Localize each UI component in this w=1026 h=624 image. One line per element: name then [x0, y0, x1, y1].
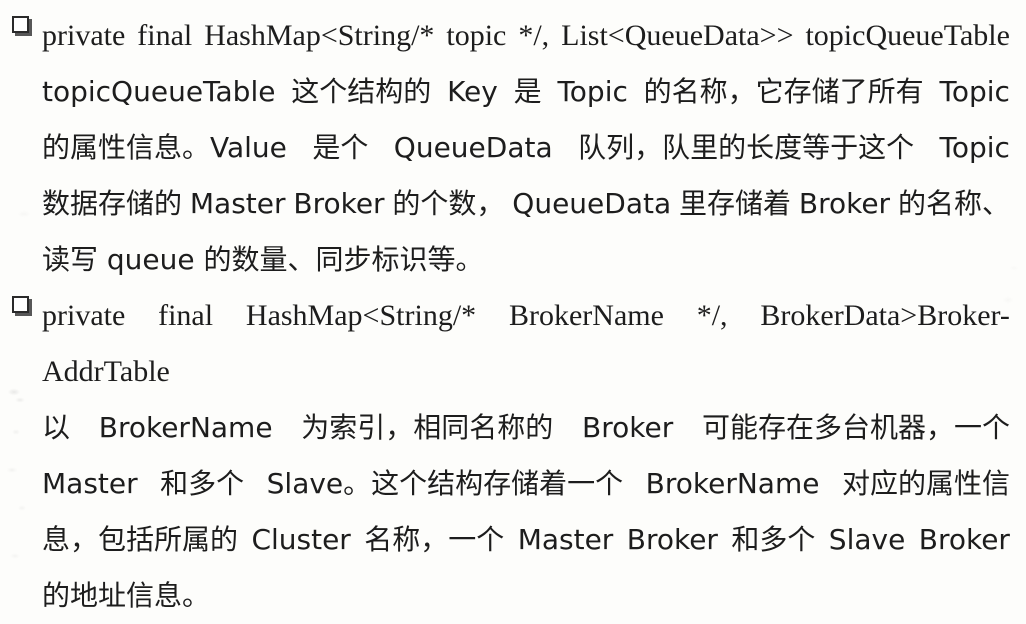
- line-segment: BrokerName: [645, 467, 820, 500]
- line-segment: 数据存储的: [42, 187, 183, 220]
- line-segment: 是: [513, 75, 542, 108]
- line-segment: */,: [696, 299, 728, 332]
- line-segment: HashMap<String/*: [245, 299, 477, 332]
- hollow-square-bullet-icon: [12, 16, 29, 33]
- line-segment: 是个: [312, 131, 369, 164]
- line-segment: */,: [518, 19, 550, 52]
- line-segment: Key: [447, 75, 498, 108]
- line-segment: 这个结构的: [291, 75, 432, 108]
- line-segment: final: [158, 299, 214, 332]
- line-segment: 息，包括所属的: [42, 523, 239, 556]
- line-segment: 可能存在多台机器，一个: [701, 411, 1010, 444]
- line-segment: topicQueueTable: [805, 19, 1010, 52]
- line-segment: Master: [517, 523, 614, 556]
- line-segment: BrokerData>Broker-: [760, 299, 1010, 332]
- line-segment: private: [42, 19, 126, 52]
- line-segment: 的名称、: [897, 187, 1010, 220]
- line-segment: 对应的属性信: [841, 467, 1010, 500]
- line-segment: Broker: [798, 187, 891, 220]
- line-segment: Broker: [626, 523, 718, 556]
- line-segment: HashMap<String/*: [204, 19, 435, 52]
- line-segment: Topic: [939, 131, 1010, 164]
- line-segment: QueueData: [393, 131, 553, 164]
- line-segment: Master: [189, 187, 286, 220]
- line-segment: 的地址信息。: [42, 579, 211, 612]
- line-segment: 的属性信息。Value: [42, 131, 287, 164]
- prose-line: 的地址信息。: [42, 568, 1010, 624]
- line-segment: BrokerName: [508, 299, 664, 332]
- line-segment: BrokerName: [98, 411, 273, 444]
- line-segment: Topic: [557, 75, 628, 108]
- prose-line: 的属性信息。Value 是个 QueueData 队列，队里的长度等于这个 Topic: [42, 120, 1010, 176]
- line-segment: 读写 queue 的数量、同步标识等。: [42, 243, 484, 276]
- line-segment: 为索引，相同名称的: [301, 411, 554, 444]
- hollow-square-bullet-icon: [12, 296, 29, 313]
- line-segment: QueueData: [512, 187, 672, 220]
- line-segment: Cluster: [251, 523, 351, 556]
- line-segment: 和多个: [731, 523, 816, 556]
- line-segment: Topic: [939, 75, 1010, 108]
- code-line: AddrTable: [42, 344, 1010, 400]
- prose-line: Master 和多个 Slave。这个结构存储着一个 BrokerName 对应的属性信: [42, 456, 1010, 512]
- line-segment: 队列，队里的长度等于这个: [578, 131, 915, 164]
- line-segment: topicQueueTable: [42, 75, 276, 108]
- line-segment: 的个数，: [392, 187, 505, 220]
- line-segment: 和多个: [160, 467, 245, 500]
- line-segment: topic: [446, 19, 507, 52]
- line-segment: 的名称，它存储了所有: [643, 75, 924, 108]
- line-segment: final: [137, 19, 193, 52]
- line-segment: 以: [42, 411, 71, 444]
- line-segment: Master: [42, 467, 138, 500]
- line-segment: 名称，一个: [364, 523, 505, 556]
- prose-line: 息，包括所属的 Cluster 名称，一个 Master Broker 和多个 Slave B…: [42, 512, 1010, 568]
- prose-line: 以 BrokerName 为索引，相同名称的 Broker 可能存在多台机器，一个: [42, 400, 1010, 456]
- code-line: private final HashMap<String/* BrokerName */…: [42, 288, 1010, 344]
- line-segment: Broker: [582, 411, 674, 444]
- prose-line: topicQueueTable 这个结构的 Key 是 Topic 的名称，它存储了所有 T…: [42, 64, 1010, 120]
- line-segment: AddrTable: [42, 355, 170, 388]
- prose-line: 读写 queue 的数量、同步标识等。: [42, 232, 1010, 288]
- line-segment: 里存储着: [679, 187, 792, 220]
- line-segment: Broker: [293, 187, 385, 220]
- line-segment: Slave。这个结构存储着一个: [266, 467, 624, 500]
- line-segment: Broker: [918, 523, 1010, 556]
- code-line: private final HashMap<String/* topic */, List…: [42, 8, 1010, 64]
- line-segment: Slave: [828, 523, 906, 556]
- line-segment: private: [42, 299, 126, 332]
- line-segment: List<QueueData>>: [561, 19, 794, 52]
